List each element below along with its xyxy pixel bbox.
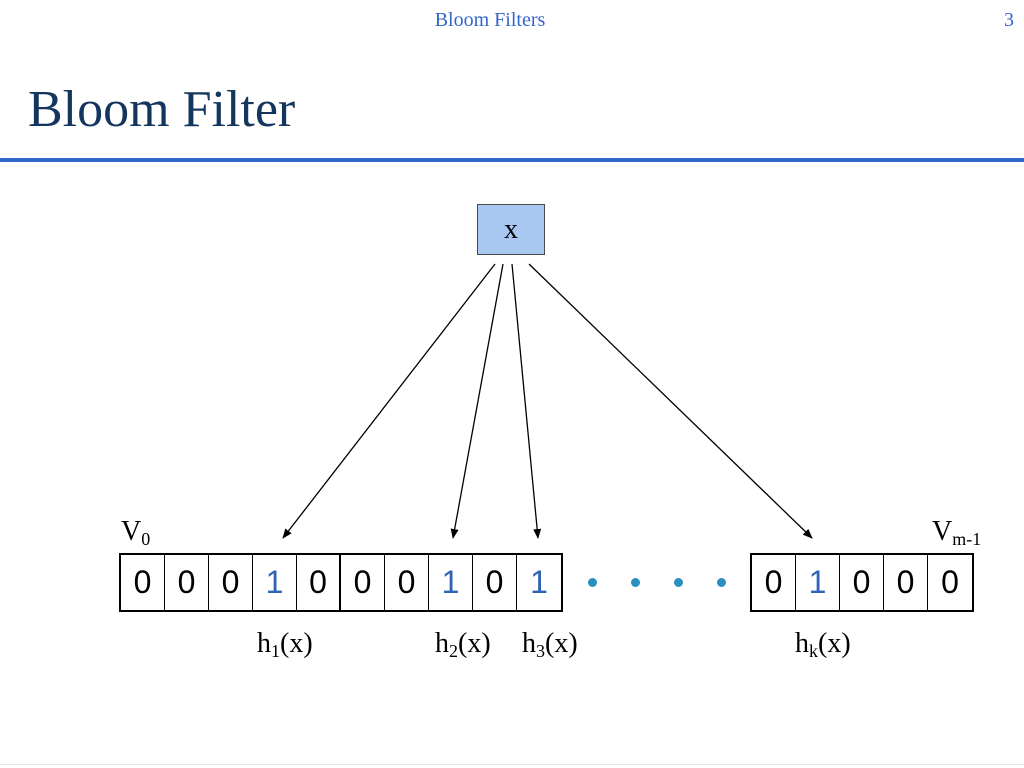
arrow-h1 [282,263,496,539]
footer-rule [0,764,1024,765]
bit-cell: 1 [530,564,548,600]
arrow-hk [528,263,813,539]
bit-cell: 0 [473,555,517,610]
bit-cell: 0 [752,555,796,610]
label-h1: h1(x) [257,628,313,661]
label-h2: h2(x) [435,628,491,661]
bit-cell: 0 [165,555,209,610]
bit-cell: 1 [429,555,473,610]
bit-cell: 1 [253,555,297,610]
header-title: Bloom Filters [434,9,546,31]
bit-cell: 0 [209,555,253,610]
bit-cell: 1 [796,555,840,610]
ellipsis-dot [674,578,683,587]
bit-cell: 0 [840,555,884,610]
ellipsis-dot [588,578,597,587]
label-hk: hk(x) [795,628,851,661]
bit-cell: 0 [941,564,959,600]
label-vm-1: Vm-1 [932,516,982,549]
label-h3: h3(x) [522,628,578,661]
bit-cell: 0 [121,555,165,610]
slide-title: Bloom Filter [28,81,296,138]
arrow-h2 [450,263,504,539]
ellipsis-dot [717,578,726,587]
label-v0: V0 [121,516,151,549]
title-rule [0,158,1024,162]
page-number: 3 [1004,9,1014,31]
input-box-x: x [477,204,545,255]
bit-cell: 0 [297,555,341,610]
bit-array-right: 0 1 0 0 0 [750,553,974,612]
bit-cell: 0 [884,555,928,610]
bit-cell: 0 [341,555,385,610]
bit-cell: 0 [385,555,429,610]
ellipsis-dot [631,578,640,587]
bit-array-left: 0 0 0 1 0 0 0 1 0 1 [119,553,563,612]
arrow-h3 [511,263,542,539]
